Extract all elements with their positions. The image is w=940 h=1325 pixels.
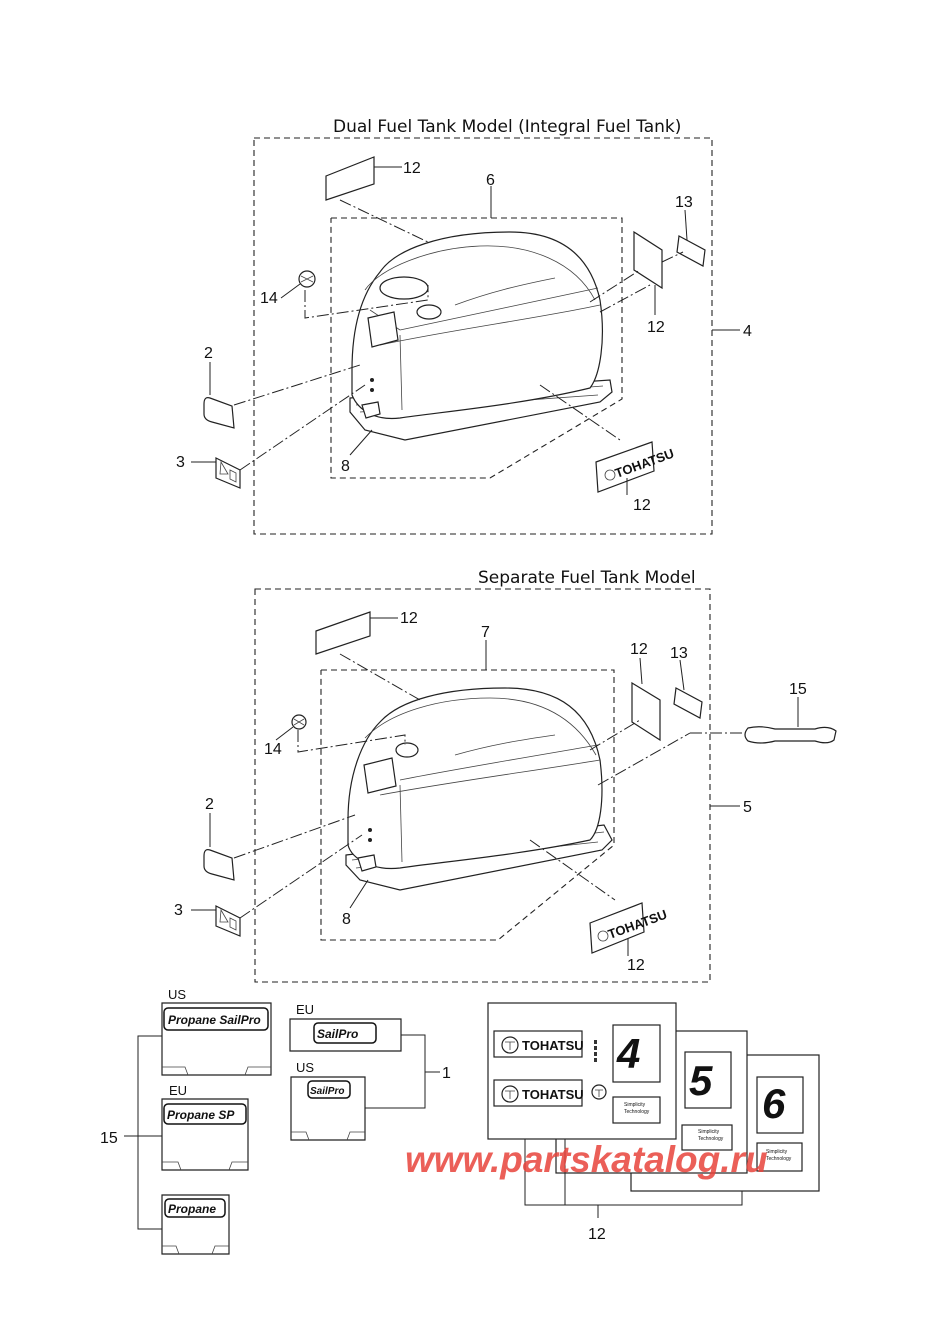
svg-text:Propane: Propane [168, 1202, 216, 1216]
part-3-warning-label-separate [215, 905, 241, 937]
region-label-eu-left: EU [169, 1083, 187, 1098]
part-14-clip [298, 270, 316, 288]
part-15-grip [744, 726, 837, 744]
decal-12-right [633, 230, 663, 290]
decal-13-separate [673, 687, 703, 719]
callout-12-top: 12 [403, 160, 421, 177]
decal-12-tohatsu: TOHATSU [595, 441, 676, 493]
region-label-eu-mid: EU [296, 1002, 314, 1017]
decal-sheet-4: TOHATSU TOHATSU 4 Simplicity Technology [487, 1002, 677, 1140]
svg-text:Technology: Technology [766, 1156, 792, 1162]
callout-13: 13 [675, 194, 693, 211]
callout-3-separate: 3 [174, 902, 183, 919]
svg-text:Simplicity: Simplicity [698, 1129, 720, 1135]
engine-cover-separate [345, 687, 613, 891]
decal-propane-sp: Propane SP [161, 1098, 249, 1171]
filler-cap [416, 304, 442, 320]
callout-12-bottom-separate: 12 [627, 957, 645, 974]
callout-6: 6 [486, 172, 495, 189]
decal-12-top [325, 156, 375, 201]
part-14-clip-separate [291, 714, 307, 730]
decal-sailpro-eu: SailPro [289, 1018, 402, 1052]
svg-text:SailPro: SailPro [310, 1086, 344, 1097]
small-vertical-marks [594, 1040, 597, 1062]
dual-section-title: Dual Fuel Tank Model (Integral Fuel Tank… [333, 117, 681, 137]
callout-7: 7 [481, 624, 490, 641]
watermark: www.partskatalog.ru [405, 1139, 768, 1180]
cover-lock [361, 401, 381, 419]
callout-8-separate: 8 [342, 911, 351, 928]
region-label-us-mid: US [296, 1060, 314, 1075]
decal-propane-sailpro: Propane SailPro [161, 1002, 272, 1076]
cover-7-boundary [320, 669, 615, 941]
decal-12-right-separate [631, 681, 661, 742]
tohatsu-logo-1: TOHATSU [522, 1038, 584, 1053]
callout-12-sheets: 12 [588, 1226, 606, 1243]
assembly-4-boundary [253, 137, 713, 535]
cover-side-recess-separate [363, 757, 397, 794]
callout-2: 2 [204, 345, 213, 362]
decal-12-top-separate [315, 611, 371, 655]
svg-text:Technology: Technology [698, 1136, 724, 1142]
separate-section-title: Separate Fuel Tank Model [478, 568, 696, 588]
part-3-warning-label [215, 457, 241, 489]
separate-fuel-tank-section: Separate Fuel Tank Model 12 7 12 [174, 568, 837, 983]
fuel-tank-opening [379, 276, 429, 300]
decal-propane: Propane [161, 1194, 230, 1255]
svg-text:6: 6 [762, 1080, 786, 1127]
callout-5: 5 [743, 799, 752, 816]
svg-text:Propane SP: Propane SP [167, 1108, 235, 1122]
assembly-5-boundary [254, 588, 711, 983]
cover-side-recess [367, 311, 399, 348]
decal-13 [676, 235, 706, 267]
callout-1: 1 [442, 1065, 451, 1082]
decal-sailpro-us: SailPro [290, 1076, 366, 1141]
svg-text:Simplicity: Simplicity [624, 1102, 646, 1108]
callout-14-separate: 14 [264, 741, 282, 758]
callout-12-right: 12 [647, 319, 665, 336]
part-2-grip [203, 397, 235, 429]
part-2-grip-separate [203, 849, 235, 881]
callout-8: 8 [341, 458, 350, 475]
region-label-us-top: US [168, 987, 186, 1002]
svg-text:4: 4 [616, 1030, 640, 1077]
svg-text:Propane SailPro: Propane SailPro [168, 1013, 261, 1027]
svg-text:Technology: Technology [624, 1109, 650, 1115]
svg-text:5: 5 [689, 1057, 713, 1104]
decal-12-tohatsu-separate: TOHATSU [589, 902, 669, 954]
callout-4: 4 [743, 323, 752, 340]
callout-15-separate: 15 [789, 681, 807, 698]
callout-14: 14 [260, 290, 278, 307]
callout-13-separate: 13 [670, 645, 688, 662]
callout-12-right-separate: 12 [630, 641, 648, 658]
svg-text:Simplicity: Simplicity [766, 1149, 788, 1155]
cover-cap-separate [395, 742, 419, 758]
cover-6-boundary [330, 217, 623, 479]
dual-fuel-tank-section: Dual Fuel Tank Model (Integral Fuel Tank… [176, 117, 752, 535]
callout-12-bottom: 12 [633, 497, 651, 514]
decal-sheets: US Propane SailPro EU Propane SP Propane… [100, 987, 820, 1255]
tohatsu-logo-2: TOHATSU [522, 1087, 584, 1102]
callout-12-top-separate: 12 [400, 610, 418, 627]
svg-text:SailPro: SailPro [317, 1027, 358, 1041]
callout-15-bottom: 15 [100, 1130, 118, 1147]
callout-3: 3 [176, 454, 185, 471]
callout-2-separate: 2 [205, 796, 214, 813]
engine-cover-top [349, 231, 613, 441]
